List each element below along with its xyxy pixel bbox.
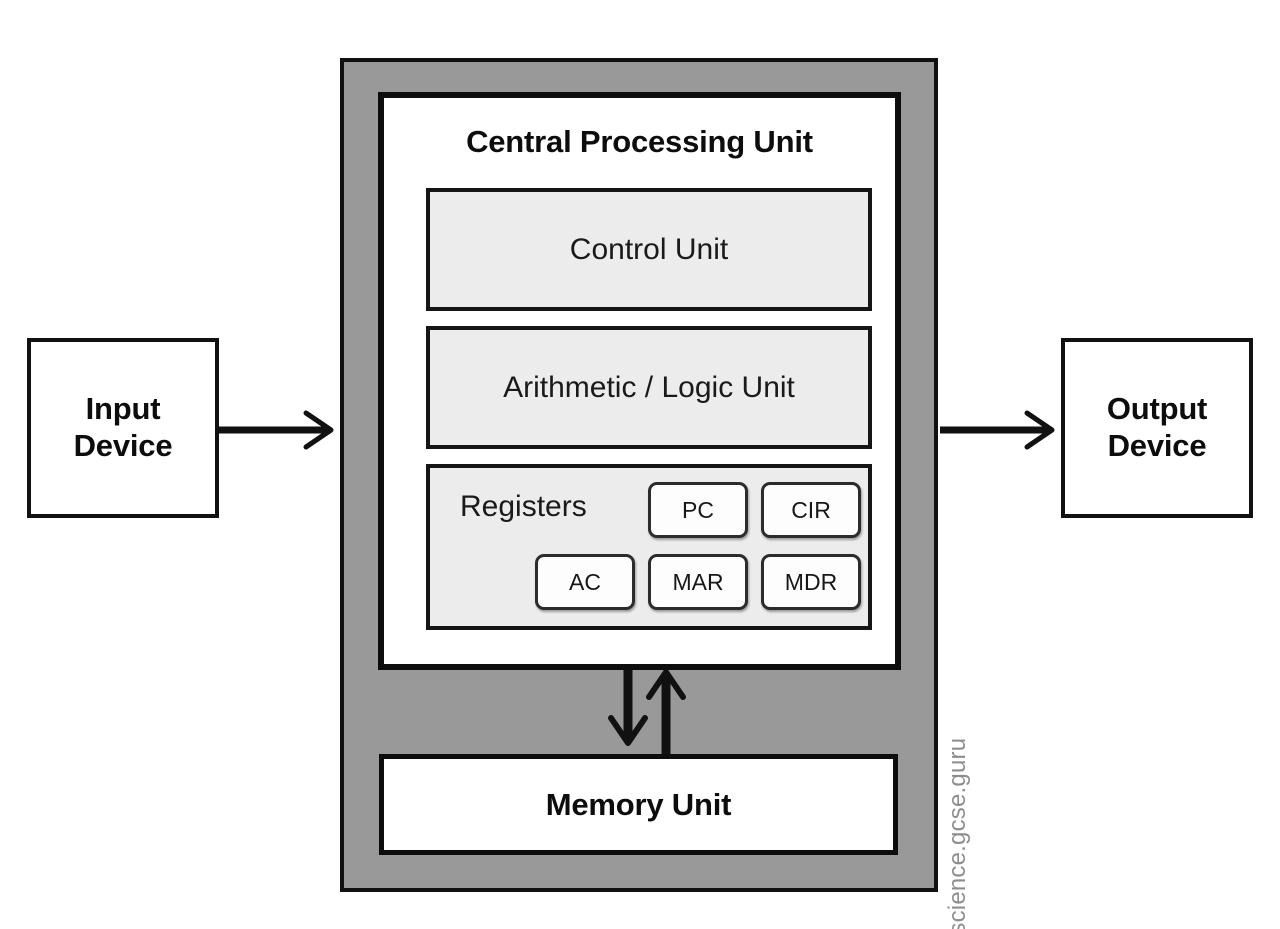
control-unit-panel: Control Unit: [426, 188, 872, 311]
memory-unit-label: Memory Unit: [545, 786, 732, 822]
register-chip-cir: CIR: [761, 482, 861, 538]
memory-unit-box: Memory Unit: [379, 754, 898, 855]
alu-label: Arithmetic / Logic Unit: [503, 370, 795, 404]
input-device-label-line1: Input: [85, 391, 161, 427]
register-chip-mar: MAR: [648, 554, 748, 610]
input-device-label-line2: Device: [73, 428, 173, 463]
output-device-label-line2: Device: [1107, 428, 1207, 463]
watermark-text: computerscience.gcse.guru: [944, 737, 972, 929]
register-chip-mdr: MDR: [761, 554, 861, 610]
input-device-box: Input Device: [27, 338, 219, 518]
registers-label: Registers: [460, 490, 587, 523]
output-device-label-line1: Output: [1106, 391, 1208, 427]
cpu-box: Central Processing Unit Control Unit Ari…: [378, 92, 901, 670]
cpu-title: Central Processing Unit: [466, 124, 813, 159]
registers-panel: Registers PC CIR AC MAR MDR: [426, 464, 872, 630]
register-chip-pc: PC: [648, 482, 748, 538]
control-unit-label: Control Unit: [569, 232, 729, 266]
arrow-cpu-to-output: [940, 410, 1055, 450]
watermark: computerscience.gcse.guru: [943, 531, 973, 929]
output-device-box: Output Device: [1061, 338, 1253, 518]
alu-panel: Arithmetic / Logic Unit: [426, 326, 872, 449]
register-chip-ac: AC: [535, 554, 635, 610]
arrow-input-to-cpu: [219, 410, 334, 450]
